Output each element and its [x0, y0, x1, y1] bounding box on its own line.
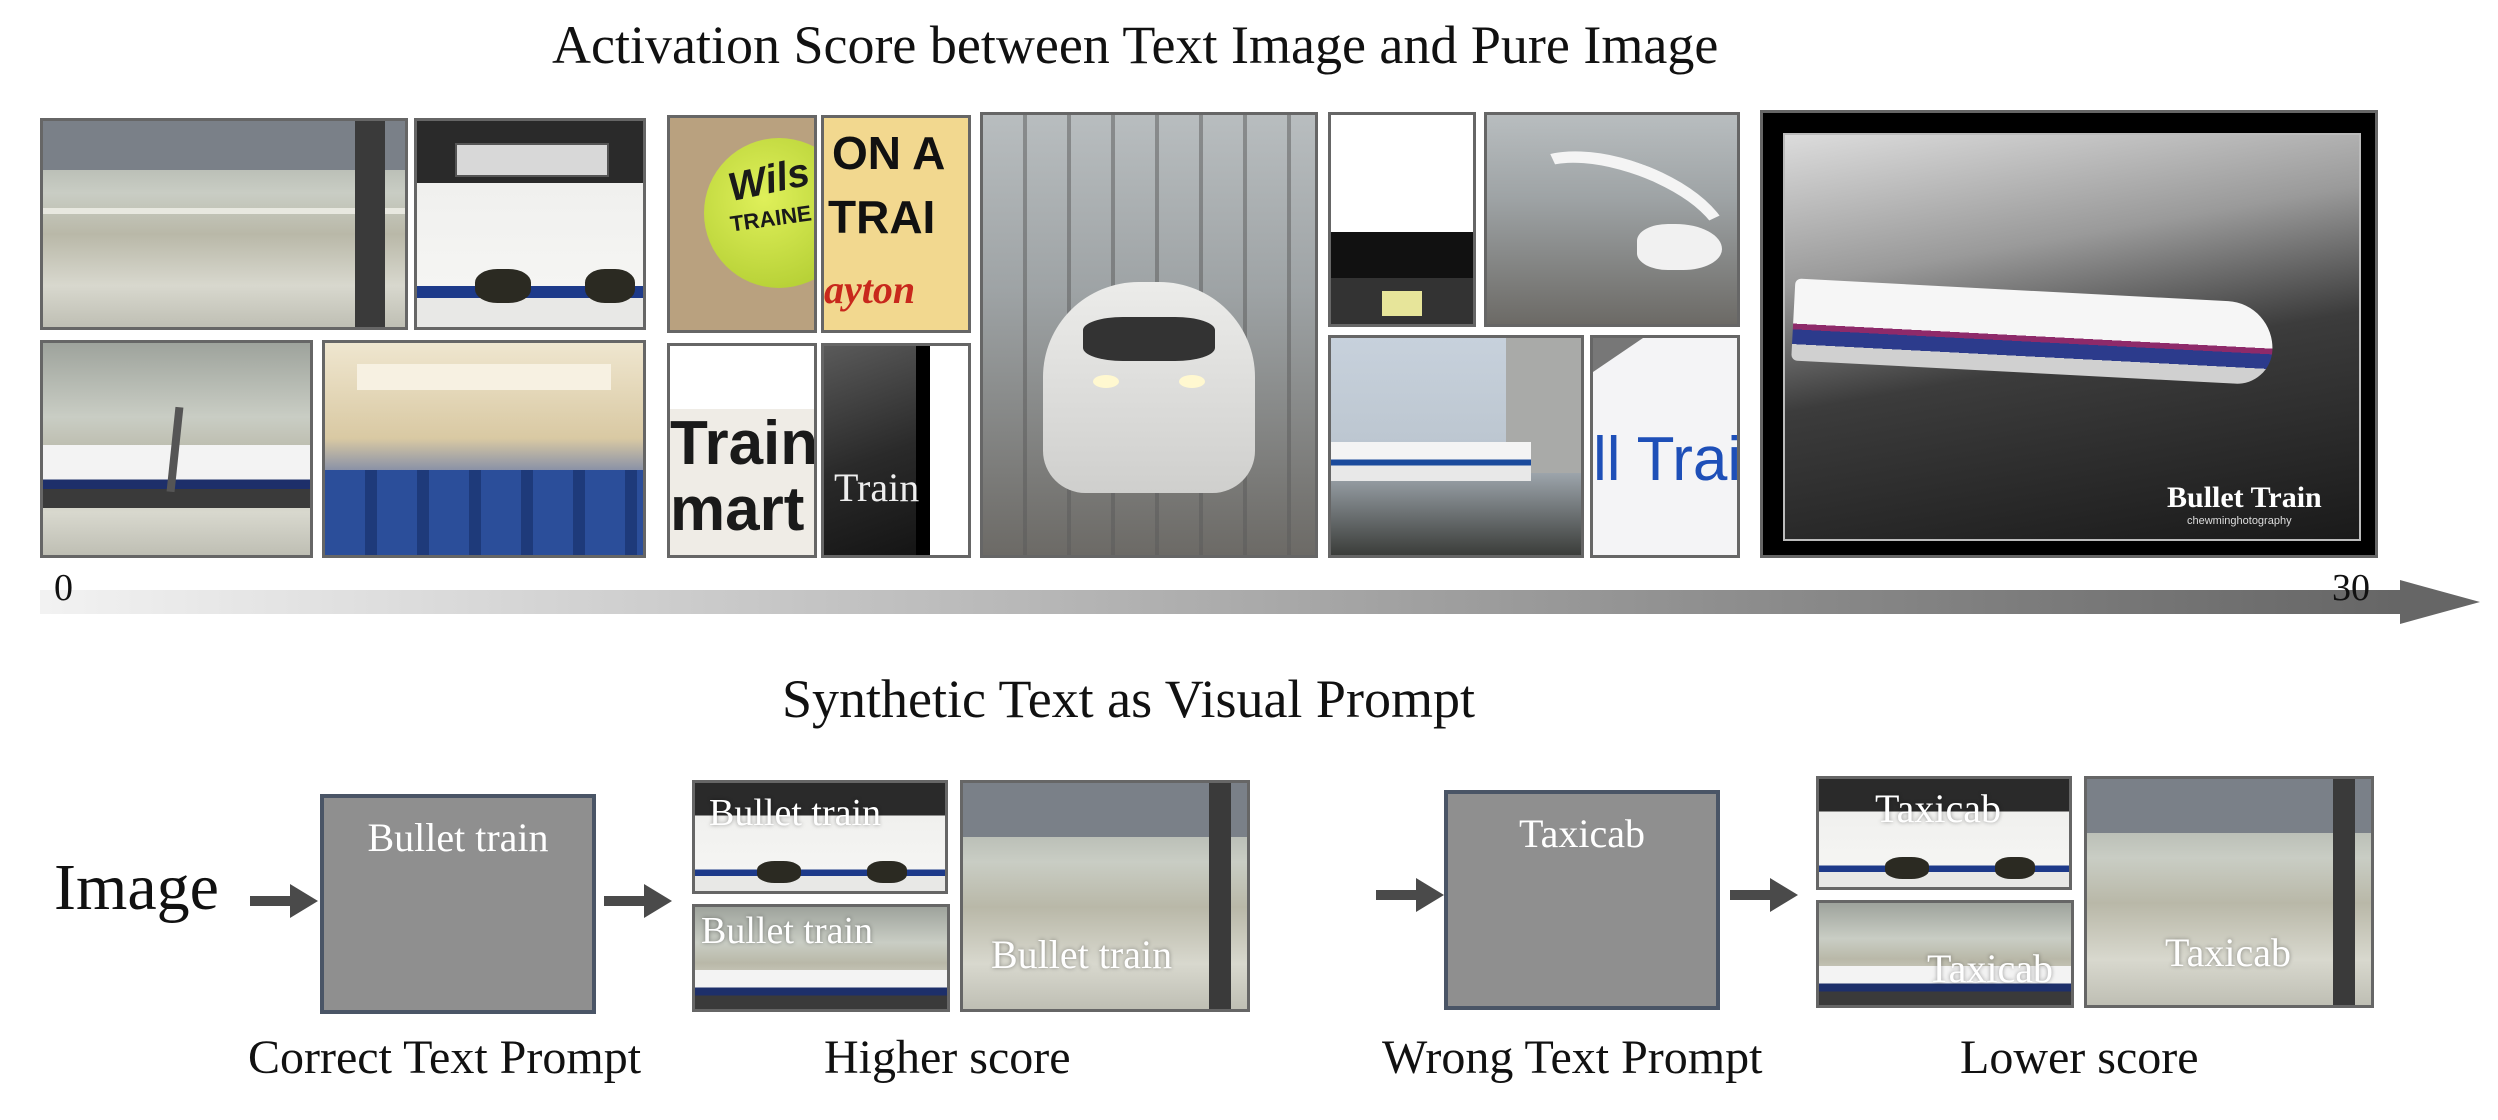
train-photo-text: Train [834, 465, 920, 510]
sign-text-trai: TRAI [828, 191, 936, 243]
correct-prompt-box: Bullet train [320, 794, 596, 1014]
correct-overlay-1: Bullet train [709, 792, 882, 834]
thumb-train-interior [322, 340, 646, 558]
correct-result-train-side: Bullet train [692, 780, 948, 894]
thumb-tennis-ball: Wils TRAINE [667, 115, 817, 333]
wrong-overlay-1: Taxicab [1875, 786, 2002, 831]
for-trains-text: for trains [1343, 191, 1460, 224]
thumb-train-mart: Train mart [667, 343, 817, 558]
wrong-overlay-3: Taxicab [2165, 930, 2292, 975]
train-mart-line2: mart [670, 475, 805, 544]
thumb-bullet-train-front [980, 112, 1318, 558]
thumb-ll-train: ll Train [1590, 335, 1740, 558]
thumb-for-trains: for trains [1328, 112, 1476, 327]
train-mart-line1: Train [670, 409, 817, 478]
correct-overlay-3: Bullet train [991, 932, 1173, 977]
arrow-wrong-to-results [1730, 878, 1798, 912]
ll-train-text: ll Train [1593, 425, 1740, 494]
axis-min-label: 0 [54, 567, 73, 609]
thumb-train-photography: Train [821, 343, 971, 558]
correct-result-platform: Bullet train [960, 780, 1250, 1012]
photographer-watermark: chewminghotography [2187, 515, 2292, 527]
wrong-prompt-box: Taxicab [1444, 790, 1720, 1010]
wrong-result-platform: Taxicab [2084, 776, 2374, 1008]
axis-max-label: 30 [2332, 567, 2370, 609]
thumb-platform-blur [40, 118, 408, 330]
correct-result-train-roof: Bullet train [692, 904, 950, 1012]
arrow-correct-to-results [604, 884, 672, 918]
thumb-train-roof [40, 340, 313, 558]
wrong-prompt-caption: Wrong Text Prompt [1382, 1031, 1763, 1084]
sign-text-on-a: ON A [832, 127, 946, 179]
thumb-bullet-train-large: Bullet Train chewminghotography [1760, 110, 2378, 558]
sign-text-ayton: ayton [824, 267, 916, 312]
correct-overlay-2: Bullet train [701, 910, 874, 952]
wrong-prompt-box-text: Taxicab [1518, 811, 1645, 856]
wrong-result-train-side: Taxicab [1816, 776, 2072, 890]
arrow-image-to-correct [250, 884, 318, 918]
wrong-overlay-2: Taxicab [1927, 946, 2054, 991]
thumb-train-city [1328, 335, 1584, 558]
higher-score-caption: Higher score [824, 1031, 1071, 1084]
bullet-train-watermark: Bullet Train [2167, 481, 2322, 514]
arrow-image-to-wrong [1376, 878, 1444, 912]
top-title: Activation Score between Text Image and … [552, 15, 1719, 75]
thumb-train-curve [1484, 112, 1740, 327]
image-label: Image [54, 851, 219, 924]
correct-prompt-caption: Correct Text Prompt [248, 1031, 642, 1084]
lower-score-caption: Lower score [1960, 1031, 2199, 1084]
activation-axis-arrow [40, 580, 2480, 624]
correct-prompt-box-text: Bullet train [367, 815, 549, 860]
thumb-vintage-sign: ON A TRAI ayton [821, 115, 971, 333]
wrong-result-train-roof: Taxicab [1816, 900, 2074, 1008]
thumb-train-side [414, 118, 646, 330]
bottom-title: Synthetic Text as Visual Prompt [782, 669, 1475, 729]
